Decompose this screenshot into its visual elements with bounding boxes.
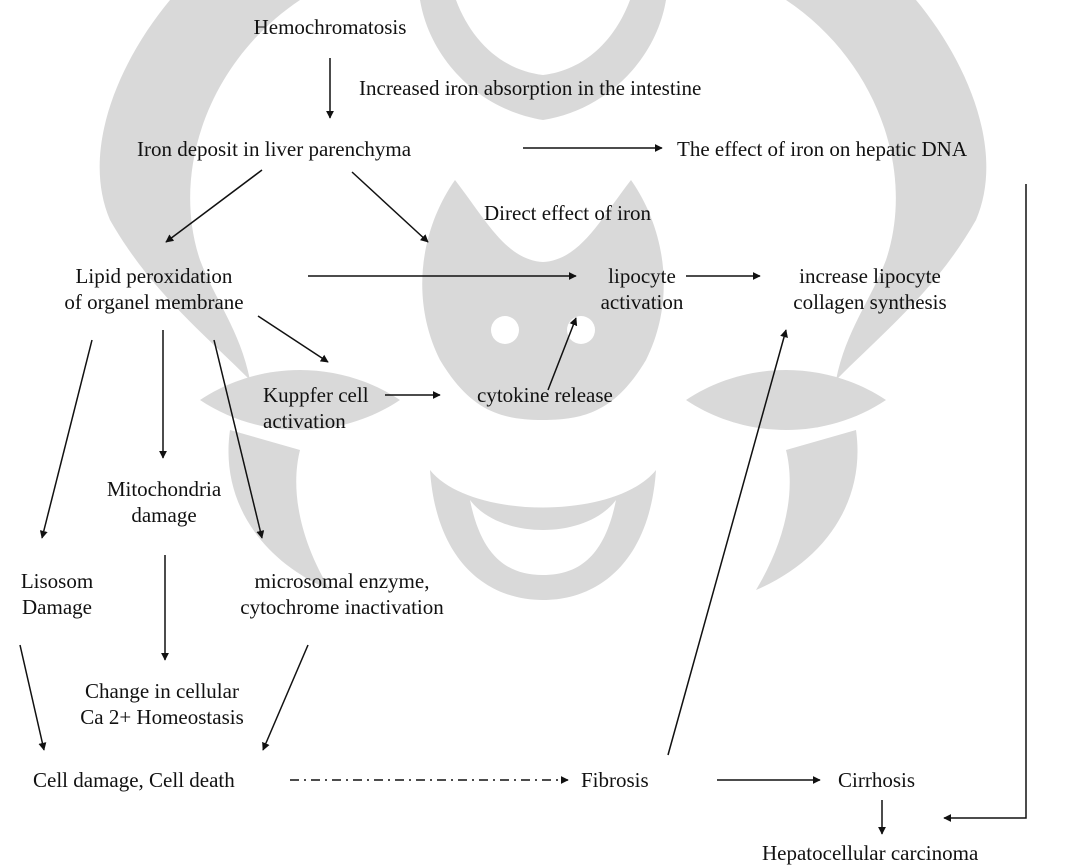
node-increased-absorption: Increased iron absorption in the intesti…	[359, 75, 701, 101]
arrow-dna-to-carcinoma	[943, 184, 1027, 822]
watermark-left-lobe	[99, 0, 300, 380]
node-text: Change in cellular	[85, 679, 239, 703]
node-lipid-peroxidation: Lipid peroxidation of organel membrane	[64, 263, 243, 315]
node-microsomal-inactivation: microsomal enzyme, cytochrome inactivati…	[240, 568, 444, 620]
node-collagen-synthesis: increase lipocyte collagen synthesis	[793, 263, 946, 315]
node-text: cytochrome inactivation	[240, 595, 444, 619]
watermark-left-eye	[200, 370, 400, 430]
node-hemochromatosis: Hemochromatosis	[254, 14, 407, 40]
node-text: Direct effect of iron	[484, 201, 651, 225]
node-text: Increased iron absorption in the intesti…	[359, 76, 702, 100]
node-text: Lisosom	[20, 569, 94, 593]
arrow-deposit-to-lipid	[165, 169, 263, 243]
node-lipocyte-activation: lipocyte activation	[601, 263, 684, 315]
node-calcium-homeostasis: Change in cellular Ca 2+ Homeostasis	[80, 678, 244, 730]
node-text: The effect of iron on hepatic DNA	[677, 137, 968, 161]
node-text: Ca 2+ Homeostasis	[80, 705, 244, 729]
node-text: lipocyte	[608, 264, 676, 288]
node-text: collagen synthesis	[793, 290, 947, 314]
arrow-lipid-to-microsomal	[213, 339, 265, 539]
node-effect-on-dna: The effect of iron on hepatic DNA	[677, 136, 967, 162]
node-direct-effect: Direct effect of iron	[484, 200, 651, 226]
node-text: cytokine release	[477, 383, 613, 407]
node-text: microsomal enzyme,	[254, 569, 430, 593]
node-cytokine-release: cytokine release	[477, 382, 613, 408]
watermark-left-cheek	[228, 430, 330, 590]
node-text: of organel membrane	[64, 290, 244, 314]
node-kupffer-activation: Kuppfer cell activation	[263, 382, 369, 434]
arrow-lipid-to-kupffer	[257, 315, 329, 363]
arrow-lisosom-to-celldeath	[19, 644, 47, 751]
node-text: damage	[131, 503, 197, 527]
arrow-cytokine-to-lipocyte	[547, 317, 578, 391]
watermark-right-lobe	[786, 0, 987, 380]
node-text: Lipid peroxidation	[75, 264, 233, 288]
node-text: increase lipocyte	[799, 264, 941, 288]
node-lisosom-damage: Lisosom Damage	[21, 568, 93, 620]
node-text: Cell damage, Cell death	[33, 768, 235, 792]
node-mitochondria-damage: Mitochondria damage	[107, 476, 221, 528]
node-cirrhosis: Cirrhosis	[838, 767, 915, 793]
node-text: Mitochondria	[106, 477, 222, 501]
watermark-nose	[422, 180, 664, 420]
node-text: Hemochromatosis	[253, 15, 407, 39]
node-cell-death: Cell damage, Cell death	[33, 767, 235, 793]
node-text: Hepatocellular carcinoma	[762, 841, 979, 865]
watermark-right-eye	[686, 370, 886, 430]
arrow-deposit-to-direct	[351, 171, 429, 243]
node-text: Iron deposit in liver parenchyma	[137, 137, 412, 161]
node-text: activation	[600, 290, 684, 314]
watermark-mouth-inner	[470, 500, 616, 575]
node-text: Cirrhosis	[838, 768, 916, 792]
arrow-microsomal-to-celldeath	[262, 644, 309, 751]
node-text: Fibrosis	[581, 768, 649, 792]
node-iron-deposit: Iron deposit in liver parenchyma	[137, 136, 411, 162]
arrow-lipid-to-lisosom	[39, 339, 93, 539]
watermark-right-cheek	[756, 430, 858, 590]
arrow-fibrosis-to-collagen	[667, 329, 788, 756]
watermark-nostril-left	[491, 316, 519, 344]
node-text: activation	[263, 409, 346, 433]
node-text: Kuppfer cell	[263, 383, 369, 407]
watermark-crown	[420, 0, 666, 120]
node-text: Damage	[22, 595, 92, 619]
node-carcinoma: Hepatocellular carcinoma	[762, 840, 978, 866]
node-fibrosis: Fibrosis	[581, 767, 649, 793]
